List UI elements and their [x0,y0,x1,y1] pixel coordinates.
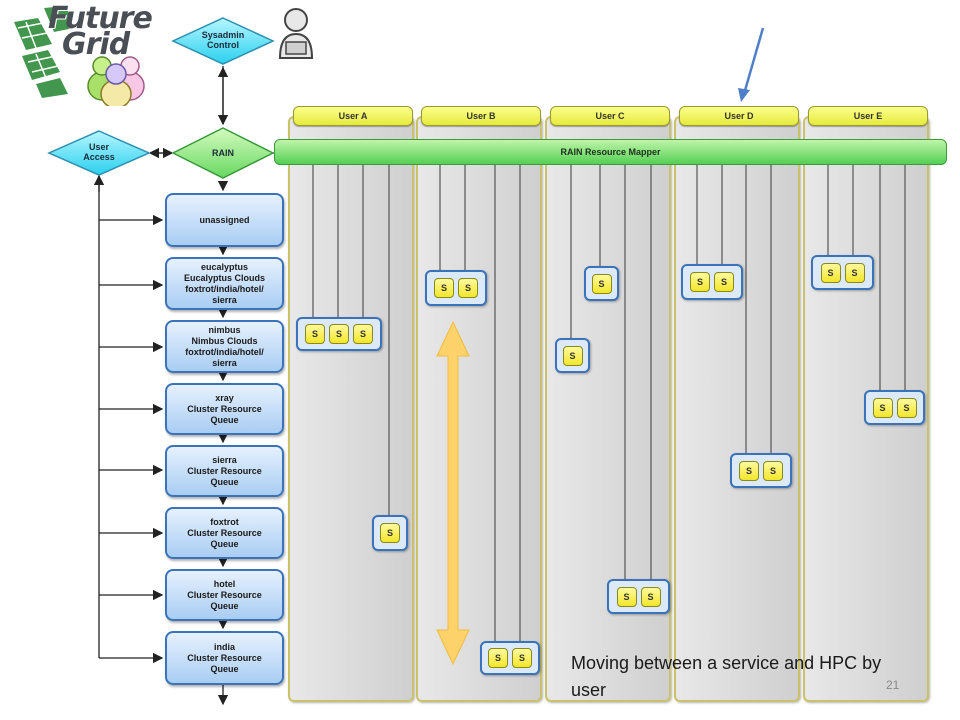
sysadmin-label-line1: Sysadmin [201,30,245,40]
grid-logo-icon [14,6,74,98]
queue-line: Cluster Resource [187,589,262,600]
service-badge: S [434,278,454,298]
user-header-b: User B [421,106,541,126]
queue-line: Cluster Resource [187,465,262,476]
sysadmin-label-line2: Control [207,40,239,50]
service-badge: S [690,272,710,292]
user-header-d: User D [679,106,799,126]
service-badge: S [714,272,734,292]
sysadmin-label: Sysadmin Control [191,30,255,50]
control-connectors [93,66,286,706]
queue-line: nimbus [208,324,241,335]
queue-line: unassigned [199,214,250,225]
queue-hotel: hotel Cluster Resource Queue [165,569,284,621]
queue-line: foxtrot [210,516,239,527]
queue-sierra: sierra Cluster Resource Queue [165,445,284,497]
user-access-node [47,130,151,176]
user-header-e: User E [808,106,928,126]
rain-label: RAIN [212,148,234,158]
service-badge: S [739,460,759,481]
service-badge: S [844,262,865,283]
queue-nimbus: nimbus Nimbus Clouds foxtrot/india/hotel… [165,320,284,373]
service-badge: S [329,324,349,344]
service-group: S S [425,270,487,306]
logo-text-future: Future [48,1,153,36]
service-badge: S [640,586,661,607]
queue-line: sierra [212,294,237,305]
service-group: S S S [296,317,382,351]
service-group: S S [607,579,670,614]
queue-line: Cluster Resource [187,403,262,414]
service-group: S S [681,264,743,300]
service-badge: S [353,324,373,344]
service-group: S S [864,390,925,425]
service-badge: S [591,273,612,294]
service-badge: S [458,278,478,298]
futuregrid-logo: Future Grid [8,1,158,106]
service-group: S S [730,453,792,488]
admin-user-icon [278,8,314,59]
service-badge: S [488,648,508,668]
queue-line: Queue [210,414,239,425]
rain-resource-mapper-bar: RAIN Resource Mapper [274,139,947,165]
service-group: S S [811,255,874,290]
queue-line: hotel [213,578,236,589]
service-group: S [372,515,408,551]
user-column-b [416,116,542,702]
queue-line: Cluster Resource [187,527,262,538]
service-badge: S [763,460,783,481]
queue-india: india Cluster Resource Queue [165,631,284,685]
queue-eucalyptus: eucalyptus Eucalyptus Clouds foxtrot/ind… [165,257,284,310]
queue-line: xray [215,392,234,403]
service-badge: S [896,397,917,418]
queue-line: sierra [212,454,237,465]
page-number: 21 [886,678,900,692]
user-header-a: User A [293,106,413,126]
service-group: S S [480,641,540,675]
pointer-arrow-icon [738,27,765,102]
user-column-a [288,116,414,702]
users-group-icon [87,56,145,106]
slide-caption: Moving between a service and HPC by user [571,653,882,700]
queue-line: Queue [210,476,239,487]
rain-node [171,127,275,179]
double-arrow-icon [436,320,470,666]
queue-line: foxtrot/india/hotel/ [185,346,264,357]
service-badge: S [380,523,400,543]
service-badge: S [872,397,893,418]
logo-text-grid: Grid [62,27,130,62]
queue-line: Cluster Resource [187,652,262,663]
queue-line: Queue [210,538,239,549]
queue-line: sierra [212,357,237,368]
service-badge: S [305,324,325,344]
user-header-c: User C [550,106,670,126]
service-badge: S [616,586,637,607]
service-badge: S [820,262,841,283]
queue-line: Nimbus Clouds [191,335,258,346]
queue-line: eucalyptus [200,261,249,272]
service-badge: S [512,648,532,668]
service-group: S [584,266,619,301]
queue-line: Queue [210,600,239,611]
queue-line: Queue [210,663,239,674]
service-group: S [555,338,590,373]
sysadmin-control-node [171,17,275,65]
queue-line: foxtrot/india/hotel/ [185,283,264,294]
user-access-label-line1: User [88,142,109,152]
user-column-d [674,116,800,702]
user-access-label-line2: Access [83,152,115,162]
queue-line: Eucalyptus Clouds [183,272,265,283]
queue-xray: xray Cluster Resource Queue [165,383,284,435]
service-badge: S [562,345,583,366]
user-access-label: User Access [67,142,131,162]
queue-line: india [213,641,235,652]
queue-unassigned: unassigned [165,193,284,247]
queue-foxtrot: foxtrot Cluster Resource Queue [165,507,284,559]
